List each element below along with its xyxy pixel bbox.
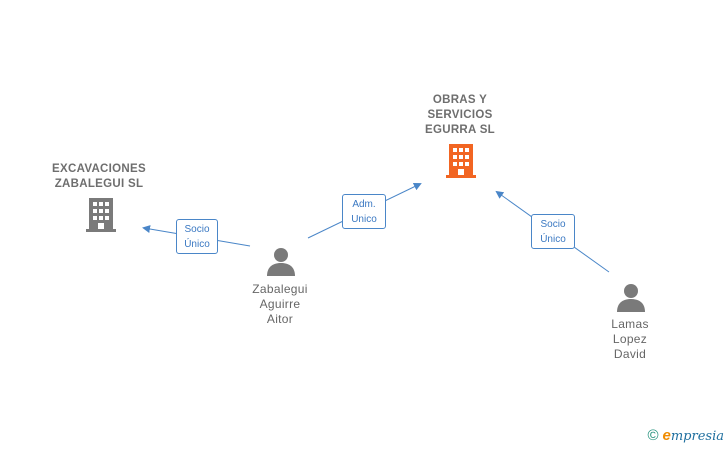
person-zabalegui-line-3: Aitor — [266, 312, 294, 326]
edge-label-socio-unico[interactable]: Socio Único — [176, 219, 218, 254]
company-obras-line-1: OBRAS Y — [432, 94, 488, 106]
person-icon[interactable] — [616, 282, 646, 312]
person-lamas-line-2: Lopez — [612, 332, 648, 346]
edge-label-line-1: Socio — [540, 219, 566, 230]
company-obras-line-3: EGURRA SL — [425, 124, 495, 136]
company-obras-line-2: SERVICIOS — [427, 109, 493, 121]
empresia-logo[interactable]: empresia — [663, 427, 724, 444]
edge-label-line-2: Único — [540, 234, 566, 245]
building-icon[interactable] — [85, 197, 117, 232]
footer-brand: © empresia — [647, 427, 724, 444]
logo-text: mpresia — [670, 429, 724, 444]
person-zabalegui-line-1: Zabalegui — [252, 282, 308, 296]
company-excavaciones-line-1: EXCAVACIONES — [52, 163, 146, 175]
company-obras-label[interactable]: OBRAS Y SERVICIOS EGURRA SL — [400, 93, 520, 138]
person-lamas-line-1: Lamas — [611, 317, 649, 331]
edge-label-line-1: Adm. — [352, 199, 376, 210]
person-lamas-label[interactable]: Lamas Lopez David — [580, 317, 680, 362]
person-icon[interactable] — [266, 246, 296, 276]
edge-label-socio-unico[interactable]: Socio Único — [531, 214, 575, 249]
copyright-symbol: © — [647, 427, 659, 444]
person-zabalegui-line-2: Aguirre — [259, 297, 301, 311]
edge-label-line-1: Socio — [184, 224, 210, 235]
person-zabalegui-label[interactable]: Zabalegui Aguirre Aitor — [230, 282, 330, 327]
edge-label-adm-unico[interactable]: Adm. Unico — [342, 194, 386, 229]
company-excavaciones-line-2: ZABALEGUI SL — [54, 178, 144, 190]
edge-label-line-2: Único — [184, 239, 210, 250]
edge-label-line-2: Unico — [351, 214, 377, 225]
logo-initial: e — [662, 427, 671, 444]
building-icon[interactable] — [445, 143, 477, 178]
company-excavaciones-label[interactable]: EXCAVACIONES ZABALEGUI SL — [44, 162, 154, 192]
person-lamas-line-3: David — [613, 347, 647, 361]
